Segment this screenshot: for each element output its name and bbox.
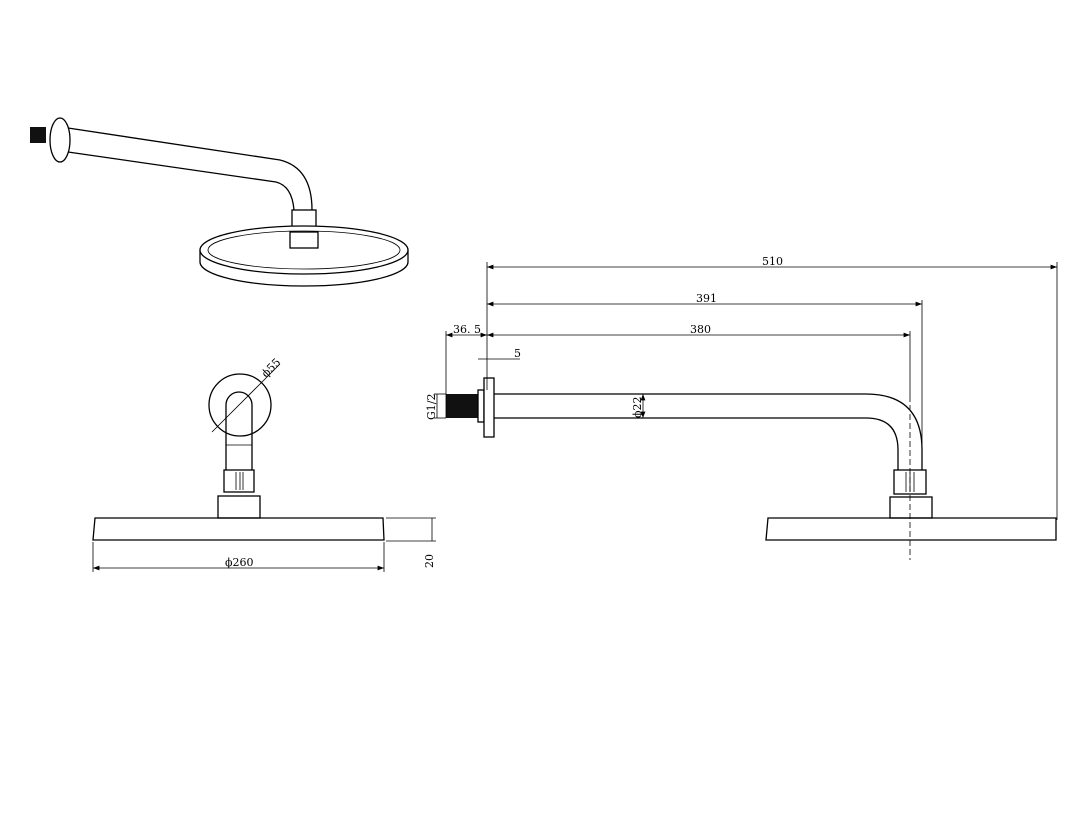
isometric-view: [30, 117, 409, 287]
thread-side: [446, 394, 480, 418]
arm-diameter-label: ϕ22: [631, 397, 644, 419]
flange-diameter-label: ϕ55: [259, 356, 283, 380]
thread-connector: [30, 127, 46, 143]
arm-front: [225, 391, 253, 470]
front-view: ϕ55 ϕ260 20: [92, 356, 436, 572]
side-view: 510 391 380 36. 5 5 G1/2 ϕ22: [425, 255, 1058, 560]
thread-size-label: G1/2: [425, 394, 438, 421]
head-thickness-label: 20: [423, 554, 436, 568]
arm-length-label: 380: [690, 323, 711, 336]
shower-head: [199, 225, 409, 275]
arm-side: [494, 393, 923, 470]
flange-side: [483, 377, 495, 438]
connector-side: [889, 496, 933, 519]
thread-length-label: 36. 5: [453, 323, 481, 336]
arm-to-center-label: 391: [696, 292, 717, 305]
shower-arm: [67, 127, 313, 211]
overall-length-label: 510: [762, 255, 783, 268]
wall-flange: [49, 117, 71, 163]
flange-thickness-label: 5: [514, 347, 521, 360]
head-side: [765, 517, 1057, 541]
connector-front: [217, 495, 261, 519]
head-front: [92, 517, 385, 541]
head-diameter-label: ϕ260: [225, 556, 254, 569]
head-rim: [199, 250, 409, 287]
flange-circle: [208, 373, 272, 437]
nut-front: [223, 469, 255, 493]
